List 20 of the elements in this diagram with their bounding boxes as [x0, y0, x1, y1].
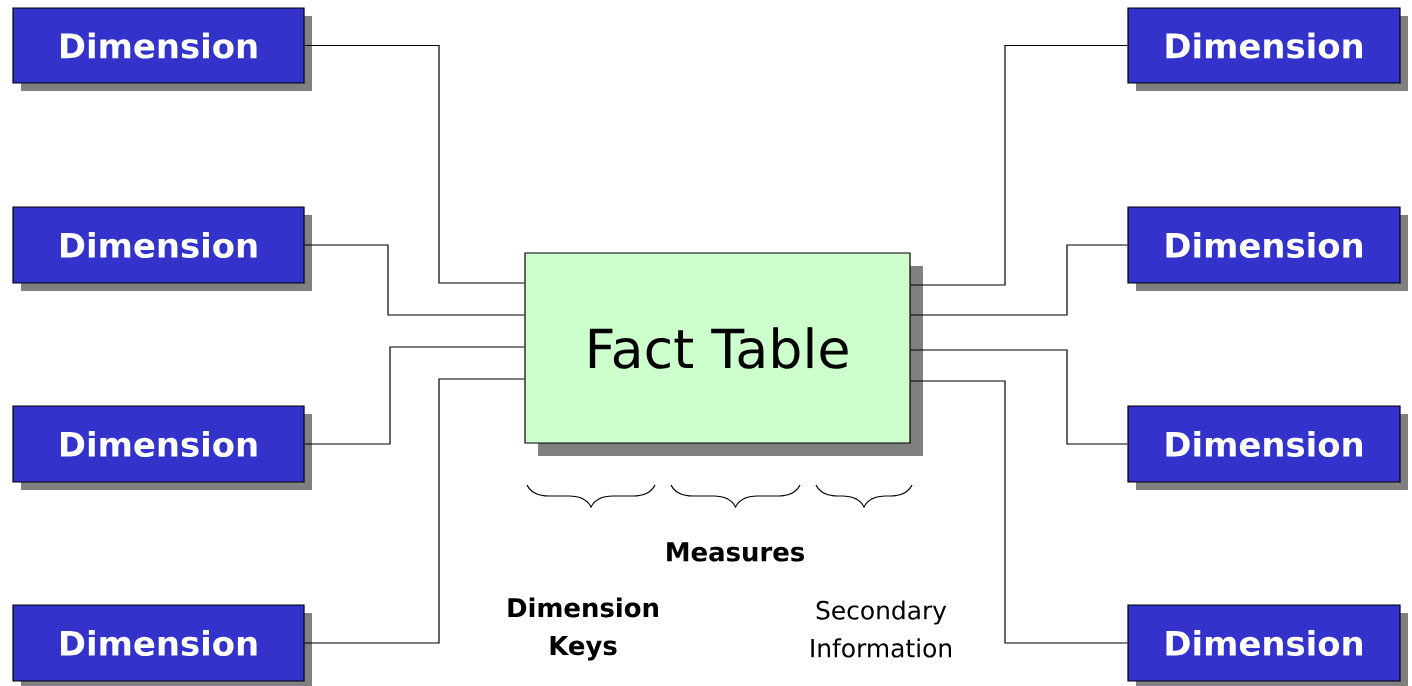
label-text: Measures: [667, 542, 804, 562]
label-text: Secondary Information: [811, 600, 951, 658]
dimension-box: Dimension: [12, 206, 312, 291]
dimension-box: Dimension: [1127, 405, 1408, 490]
connector-line: [910, 380, 1128, 644]
connector-line: [304, 378, 525, 644]
connector-line: [304, 346, 525, 445]
label-text: Dimension Keys: [508, 597, 658, 661]
dimension-box: Dimension: [12, 405, 312, 490]
dimension-box: Dimension: [1127, 7, 1408, 91]
dimension-box: Dimension: [1127, 604, 1408, 686]
dimension-box: Dimension: [12, 604, 312, 686]
fact-table-box: Fact Table: [524, 252, 923, 456]
dimension-box: Dimension: [12, 7, 312, 91]
connector-line: [910, 44, 1128, 286]
connector-line: [304, 44, 525, 284]
connector-line: [910, 349, 1128, 445]
connector-line: [304, 244, 525, 316]
dimension-box: Dimension: [1127, 206, 1408, 291]
connector-line: [910, 244, 1128, 316]
